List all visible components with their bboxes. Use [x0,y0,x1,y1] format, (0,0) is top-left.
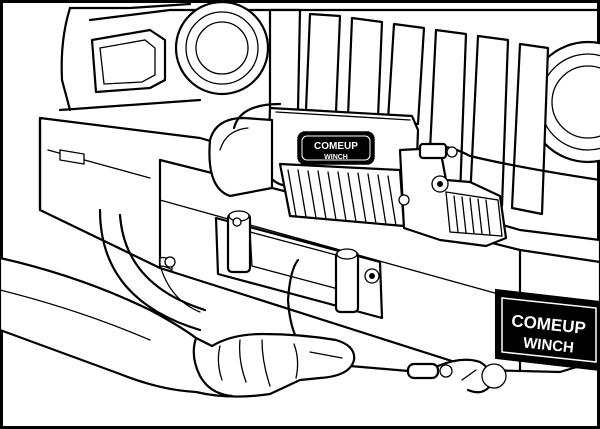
winch: COMEUP WINCH [208,102,600,248]
bumper-logo-line2: WINCH [522,334,574,356]
winch-logo-line2: WINCH [324,154,348,161]
gloved-hand [0,256,356,398]
bumper-logo: COMEUP WINCH [495,288,600,372]
tire [98,208,207,332]
vehicle-body [58,2,600,112]
headlight-left [174,0,270,96]
winch-logo: COMEUP WINCH [297,131,375,165]
winch-hook [406,358,507,394]
winch-logo-line1: COMEUP [314,141,358,152]
winch-drum-cable [287,169,397,227]
grille [268,8,550,216]
